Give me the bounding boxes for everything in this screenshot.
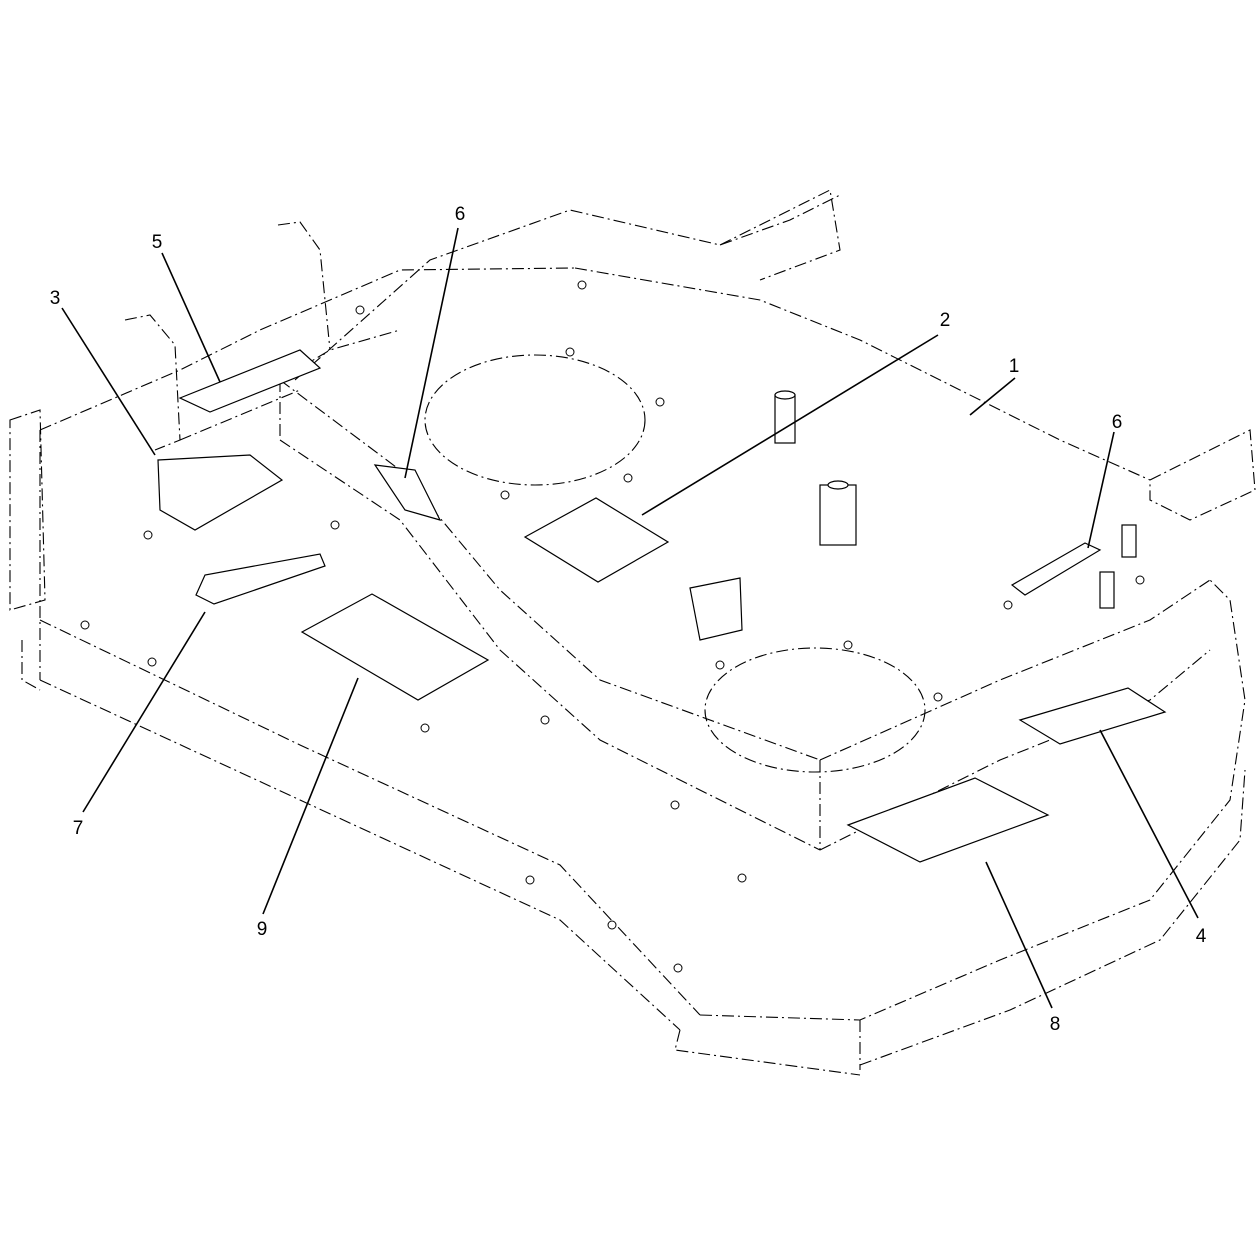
- decal-5: [178, 349, 322, 413]
- callout-6b: 6: [1112, 412, 1123, 433]
- decal-3: [157, 454, 284, 531]
- decal-4: [1018, 687, 1167, 745]
- callout-6a: 6: [455, 204, 466, 225]
- callout-8: 8: [1050, 1014, 1061, 1035]
- leader-1: [969, 377, 1016, 416]
- decal-6-right: [1010, 542, 1102, 596]
- leader-8: [985, 861, 1053, 1009]
- callout-1: 1: [1009, 356, 1020, 377]
- decal-2: [523, 497, 670, 583]
- leader-3: [61, 307, 156, 456]
- leader-4: [1099, 729, 1199, 919]
- callout-labels: 1 2 3 4 5 6 6 7 8 9: [50, 204, 1207, 1035]
- decal-9: [300, 593, 490, 701]
- leader-lines: [61, 227, 1199, 1009]
- leader-6b: [1087, 431, 1115, 549]
- leader-9: [262, 677, 359, 915]
- callout-2: 2: [940, 310, 951, 331]
- decal-8: [846, 777, 1050, 863]
- decal-6-left: [373, 464, 442, 521]
- callout-5: 5: [152, 232, 163, 253]
- callout-9: 9: [257, 919, 268, 940]
- leader-6a: [404, 227, 459, 479]
- callout-7: 7: [73, 818, 84, 839]
- deck-outline: [9, 189, 1256, 1076]
- leader-2: [641, 334, 939, 516]
- leader-5: [161, 252, 221, 383]
- leader-7: [82, 611, 206, 813]
- callout-3: 3: [50, 288, 61, 309]
- callout-4: 4: [1196, 926, 1207, 947]
- decal-7: [195, 553, 326, 605]
- spindle-fittings: [689, 390, 1137, 641]
- decals: [157, 349, 1167, 863]
